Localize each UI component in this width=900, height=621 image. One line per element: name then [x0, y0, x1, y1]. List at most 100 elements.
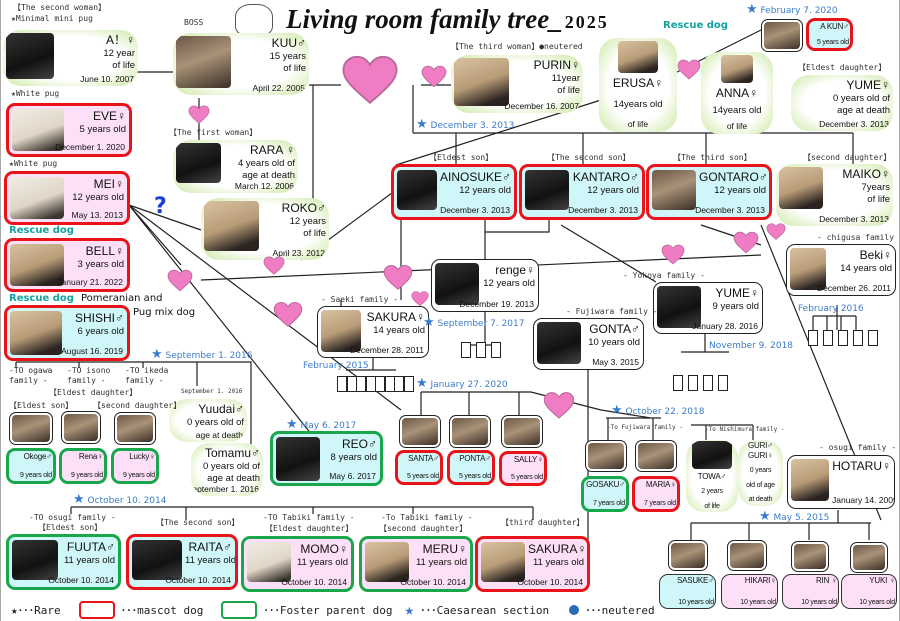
dog-card-gosaku[interactable]: GOSAKU♂7 years old: [581, 476, 629, 512]
dog-detail: 10 years old: [588, 337, 640, 348]
dog-photo: [764, 22, 800, 49]
dog-card-hotaru[interactable]: HOTARU♀January 14. 2009: [787, 455, 895, 509]
dog-name: GURI♂ GURI♀: [747, 441, 773, 460]
dog-photo-frame-gosaku[interactable]: [585, 440, 627, 472]
date-label: ★ May 6. 2017: [286, 418, 356, 433]
date-label: ★ September 7. 2017: [423, 316, 524, 331]
label-l9: Pomeranian and: [81, 293, 163, 304]
dog-card-ponta[interactable]: PONTA♂5 years old: [447, 450, 495, 485]
dog-card-rin[interactable]: RIN ♀10 years old: [782, 574, 839, 609]
dog-photo-frame-rena[interactable]: [61, 411, 101, 444]
dog-name: GONTARO♂: [699, 170, 768, 184]
dog-card-santa[interactable]: SANTA♂5 years old: [395, 450, 443, 485]
dog-card-yuki[interactable]: YUKI ♀10 years old: [841, 574, 897, 609]
label-l27: 【second daughter】: [93, 401, 182, 410]
dog-photo-frame-ponta[interactable]: [449, 415, 491, 448]
dog-photo: [12, 109, 64, 151]
dog-photo-frame-sally[interactable]: [501, 415, 543, 448]
dog-card-sasuke[interactable]: SASUKE♂10 years old: [659, 574, 716, 609]
dog-card-lucky[interactable]: Lucky♀9 years old: [111, 448, 159, 484]
neutered-dot-icon: [569, 604, 580, 615]
dog-photo-frame-maria[interactable]: [635, 440, 677, 472]
dog-detail: April 23. 2012: [272, 248, 325, 258]
dog-photo: [588, 443, 624, 469]
legend: ★･･･Rare ･･･mascot dog ･･･Foster parent …: [11, 600, 655, 619]
dog-card-sally[interactable]: SALLY♀5 years old: [499, 451, 547, 486]
dog-detail: December 16. 2007: [504, 101, 579, 111]
dog-photo-frame-lucky[interactable]: [114, 412, 156, 445]
dog-detail: 15 years: [269, 51, 306, 62]
dog-detail: December 3. 2013: [568, 205, 638, 215]
dog-photo-frame-rin[interactable]: [791, 541, 829, 572]
date-text: October 10. 2014: [84, 496, 167, 506]
dog-detail: 14 years old: [840, 263, 892, 274]
dog-card-hikari[interactable]: HIKARI♀10 years old: [721, 574, 778, 609]
dog-card-akun[interactable]: A KUN♂5 years old: [806, 18, 853, 51]
caesarean-star-icon: ★: [404, 600, 415, 619]
dog-name: GOSAKU♂: [586, 480, 625, 489]
dog-name: ROKO♂: [281, 201, 326, 215]
heart-icon: [411, 291, 429, 307]
dog-name: ANNA♀: [715, 86, 759, 100]
dog-card-maria[interactable]: MARIA♀7 years old: [632, 476, 680, 512]
dog-photo-frame-santa[interactable]: [399, 415, 441, 448]
dog-photo-frame-yuki[interactable]: [850, 542, 888, 573]
caesarean-star-icon: ★: [73, 492, 85, 507]
caesarean-star-icon: ★: [423, 315, 435, 330]
dog-photo-frame-hikari[interactable]: [727, 540, 767, 571]
dog-card-rena[interactable]: Rena♀9 years old: [59, 448, 107, 484]
dog-photo: [176, 143, 221, 183]
dog-photo: [504, 418, 540, 445]
label-l22: -TO ogawa family -: [9, 366, 53, 385]
heart-icon: [543, 392, 575, 419]
dog-photo-frame-sasuke[interactable]: [668, 540, 708, 571]
dog-card-okoge[interactable]: Okoge♂9 years old: [6, 448, 56, 484]
date-text: October 22. 2018: [622, 407, 705, 417]
dog-photo-frame-akun[interactable]: [761, 19, 803, 52]
legend-caesarean: ･･･Caesarean section: [420, 603, 550, 617]
dog-info: GONTA♂10 years old: [584, 322, 640, 366]
dog-detail: 5 years old: [406, 472, 439, 480]
dog-photo-frame-okoge[interactable]: [9, 412, 53, 445]
dog-detail: May 3. 2015: [592, 357, 639, 367]
title-text: Living room family tree_: [286, 4, 563, 34]
dog-photo: [247, 542, 291, 582]
label-l35: 【second daughter】: [379, 524, 468, 533]
dog-name: SALLY♀: [513, 455, 543, 464]
dog-detail: 12 year: [103, 48, 135, 59]
